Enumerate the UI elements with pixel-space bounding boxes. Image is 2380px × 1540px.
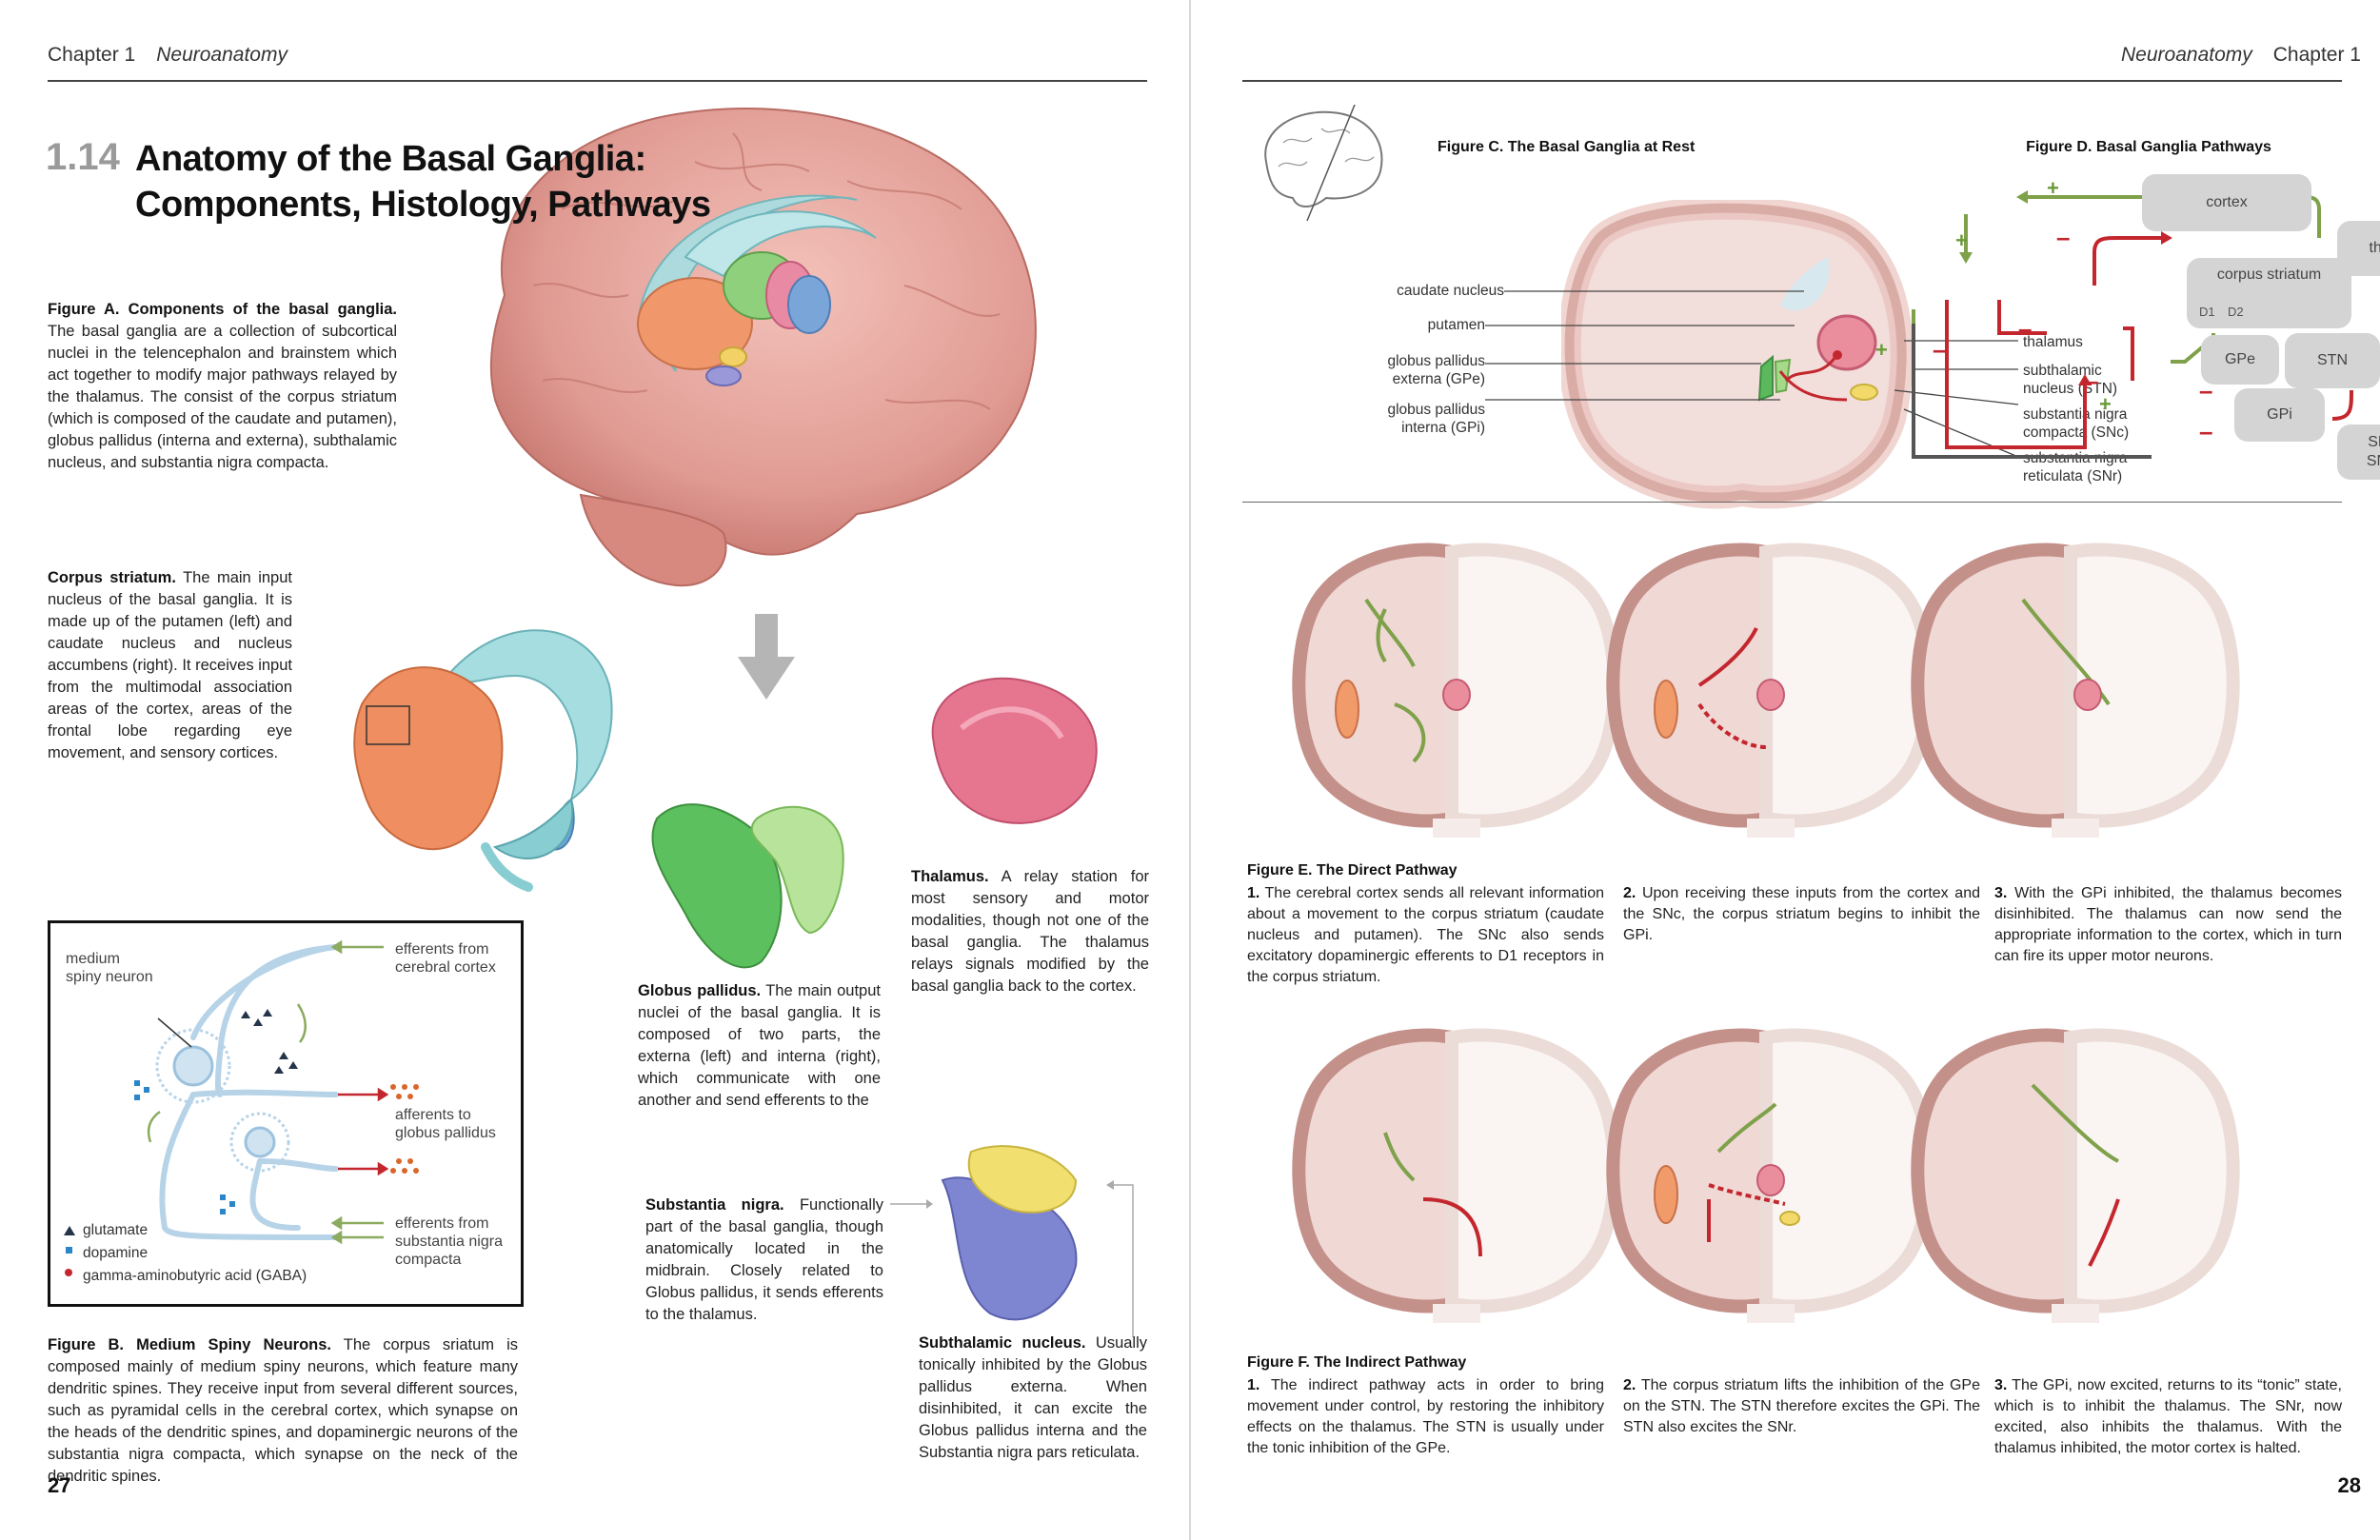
fig-d-title: Figure D. Basal Ganglia Pathways (2026, 139, 2271, 155)
thalamus-body: A relay station for most sensory and mot… (911, 868, 1149, 995)
legend-dopamine: dopamine (83, 1245, 149, 1261)
label-snc: substantia nigra compacta (SNc) (2023, 406, 2130, 441)
fig-c-leader-lines (1485, 290, 2019, 458)
thalamus-lead: Thalamus. (911, 868, 989, 885)
fig-c-title: Figure C. The Basal Ganglia at Rest (1438, 139, 1696, 155)
subject-label: Neuroanatomy (2121, 44, 2252, 66)
label-gpe: globus pallidus externa (GPe) (1387, 353, 1485, 387)
minus-sign: – (2199, 376, 2213, 405)
fig-a-lead: Figure A. Components of the basal gangli… (48, 301, 397, 318)
label-gpi: globus pallidus interna (GPi) (1387, 402, 1485, 436)
node-corpus-striatum: corpus striatum (2187, 258, 2351, 328)
substantia-nigra-body: Functionally part of the basal ganglia, … (645, 1196, 883, 1323)
running-head-right: Neuroanatomy Chapter 1 (2121, 44, 2361, 67)
brain-orientation-icon (1264, 105, 1383, 222)
page-number-right: 28 (2337, 1473, 2361, 1497)
node-gpe: GPe (2201, 335, 2279, 385)
node-cortex: cortex (2142, 174, 2311, 231)
fig-e-step-2: 2. Upon receiving these inputs from the … (1623, 885, 1980, 943)
efferents-cortex-label: efferents from cerebral cortex (395, 941, 496, 976)
label-d1: D1 (2199, 305, 2215, 319)
fig-b-box: medium spiny neuron efferents from cereb… (48, 920, 524, 1307)
plus-sign: + (1875, 338, 1888, 362)
medium-spiny-neuron-diagram (64, 939, 419, 1276)
label-thalamus: thalamus (2023, 334, 2083, 350)
node-snr-snc: SNr SNc (2337, 424, 2380, 480)
globus-pallidus-illustration (651, 803, 844, 969)
fig-e-title: Figure E. The Direct Pathway (1247, 862, 1458, 879)
legend-gaba: gamma-aminobutyric acid (GABA) (83, 1268, 307, 1284)
section-rule (1242, 502, 2342, 503)
minus-sign: – (2085, 366, 2099, 395)
subthalamic-body: Usually tonically inhibited by the Globu… (919, 1334, 1147, 1461)
fig-b-caption: Figure B. Medium Spiny Neurons. The corp… (48, 1334, 518, 1488)
fig-f-step-2: 2. The corpus striatum lifts the inhibit… (1623, 1377, 1980, 1435)
node-gpi: GPi (2234, 388, 2325, 442)
legend-glutamate: glutamate (83, 1222, 149, 1238)
globus-pallidus-lead: Globus pallidus. (638, 982, 762, 999)
globus-pallidus-caption: Globus pallidus. The main output nuclei … (638, 980, 881, 1112)
right-page: Neuroanatomy Chapter 1 Figure C. The Basa… (1190, 0, 2380, 1540)
section-title: Anatomy of the Basal Ganglia: Components… (135, 136, 725, 227)
fig-e-step-1: 1. The cerebral cortex sends all relevan… (1247, 885, 1604, 985)
efferents-sn-label: efferents from substantia nigra compacta (395, 1215, 503, 1268)
fig-c-coronal-section (1561, 200, 1914, 509)
chapter-label: Chapter 1 (48, 44, 136, 66)
minus-sign: – (1933, 335, 1947, 364)
fig-e-brains (1290, 543, 2299, 838)
chapter-label: Chapter 1 (2272, 44, 2361, 66)
label-stn: subthalamic nucleus (STN) (2023, 363, 2118, 397)
node-thalamus: thalamus (2337, 221, 2380, 276)
sn-pointer-arrow (890, 1199, 933, 1209)
subthalamic-lead: Subthalamic nucleus. (919, 1334, 1086, 1352)
substantia-nigra-caption: Substantia nigra. Functionally part of t… (645, 1194, 883, 1326)
plus-sign: + (2047, 176, 2059, 200)
fig-b-body: The corpus sriatum is composed mainly of… (48, 1336, 518, 1485)
label-putamen: putamen (1427, 317, 1485, 333)
section-title-line1: Anatomy of the Basal Ganglia: (135, 139, 646, 179)
corpus-striatum-caption: Corpus striatum. The main input nucleus … (48, 567, 292, 764)
minus-sign: – (2199, 417, 2213, 445)
minus-sign: – (2018, 314, 2033, 343)
fig-a-body: The basal ganglia are a collection of su… (48, 323, 397, 471)
subthalamic-caption: Subthalamic nucleus. Usually tonically i… (919, 1333, 1147, 1464)
fig-f-step-3: 3. The GPi, now excited, returns to its … (1994, 1377, 2342, 1456)
left-page: Chapter 1 Neuroanatomy 1.14 Anatomy of th… (46, 44, 1149, 1497)
globus-pallidus-body: The main output nuclei of the basal gang… (638, 982, 881, 1109)
header-rule (1242, 80, 2342, 82)
medium-spiny-label: medium spiny neuron (66, 951, 153, 985)
plus-sign: + (2099, 392, 2112, 416)
page-number-left: 27 (48, 1473, 71, 1497)
fig-d-pathway-arrows (1912, 190, 2353, 459)
node-stn: STN (2285, 333, 2380, 388)
section-number: 1.14 (46, 136, 120, 178)
book-gutter (1189, 0, 1191, 1540)
fig-b-lead: Figure B. Medium Spiny Neurons. (48, 1336, 332, 1353)
down-arrow-icon (738, 614, 795, 700)
fig-a-caption: Figure A. Components of the basal gangli… (48, 299, 397, 474)
fig-f-title: Figure F. The Indirect Pathway (1247, 1354, 1467, 1371)
corpus-striatum-illustration (353, 629, 613, 892)
plus-sign: + (1955, 228, 1968, 252)
thalamus-illustration (931, 677, 1098, 824)
substantia-nigra-illustration (941, 1145, 1134, 1337)
corpus-striatum-lead: Corpus striatum. (48, 569, 176, 586)
corpus-striatum-body: The main input nucleus of the basal gang… (48, 569, 292, 761)
section-title-line2: Components, Histology, Pathways (135, 185, 711, 225)
fig-f-brains (1290, 1028, 2299, 1323)
fig-e-step-3: 3. With the GPi inhibited, the thalamus … (1994, 885, 2342, 964)
fig-f-step-1: 1. The indirect pathway acts in order to… (1247, 1377, 1604, 1456)
afferents-gp-label: afferents to globus pallidus (395, 1107, 496, 1141)
subject-label: Neuroanatomy (156, 44, 288, 66)
minus-sign: – (2056, 223, 2071, 251)
thalamus-caption: Thalamus. A relay station for most senso… (911, 866, 1149, 997)
substantia-nigra-lead: Substantia nigra. (645, 1196, 784, 1214)
header-rule (48, 80, 1147, 82)
brain-basal-ganglia-illustration (489, 108, 1037, 587)
label-d2: D2 (2228, 305, 2244, 319)
running-head-left: Chapter 1 Neuroanatomy (48, 44, 288, 67)
label-caudate: caudate nucleus (1397, 283, 1504, 299)
